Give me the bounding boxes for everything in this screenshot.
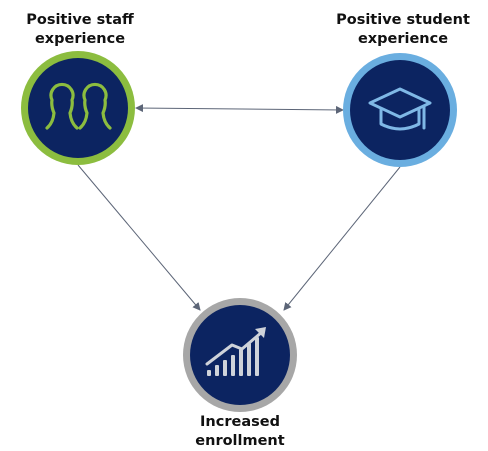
- enrollment-node: [183, 298, 297, 412]
- staff-node-fill: [28, 58, 128, 158]
- connector-student-enrollment: [283, 166, 401, 311]
- student-node: [343, 53, 457, 167]
- increased-enrollment-label: Increased enrollment: [165, 413, 315, 451]
- graduation-cap-icon: [368, 87, 432, 131]
- connector-staff-student: [135, 104, 344, 114]
- student-label-line-2: experience: [357, 31, 449, 47]
- student-experience-label: Positive student experience: [318, 11, 488, 49]
- student-label-line-1: Positive student: [336, 12, 470, 28]
- people-icon: [45, 82, 112, 130]
- enroll-label-line-2: enrollment: [195, 433, 285, 449]
- staff-label-line-1: Positive staff: [26, 12, 134, 28]
- student-node-fill: [350, 60, 450, 160]
- connector-staff-enrollment: [77, 164, 201, 311]
- staff-experience-label: Positive staff experience: [0, 11, 160, 49]
- staff-node: [21, 51, 135, 165]
- enroll-label-line-1: Increased: [200, 414, 280, 430]
- growth-chart-icon: [205, 327, 266, 376]
- staff-label-line-2: experience: [34, 31, 126, 47]
